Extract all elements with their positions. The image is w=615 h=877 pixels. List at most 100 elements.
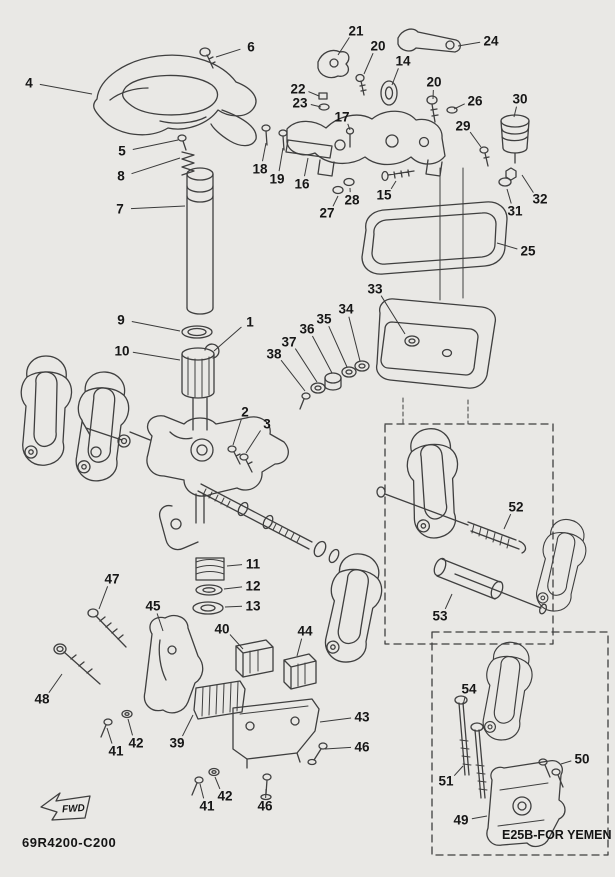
leader-line-29 (469, 131, 482, 148)
fwd-direction-arrow-icon: FWD (40, 792, 91, 821)
part-callout-40: 40 (214, 622, 229, 637)
part-middle-clamp-bracket (320, 550, 388, 667)
part-callout-18: 18 (252, 162, 268, 177)
leader-line-9 (131, 320, 181, 332)
part-bolts-47-48 (53, 608, 127, 685)
leader-line-2 (232, 419, 242, 446)
part-callout-50: 50 (574, 752, 589, 767)
part-callout-36: 36 (299, 322, 315, 337)
part-upper-mount-assembly (261, 28, 530, 195)
leader-line-39 (182, 714, 194, 737)
part-callout-20: 20 (370, 39, 385, 54)
part-callout-41: 41 (108, 744, 124, 759)
part-callout-1: 1 (246, 315, 254, 330)
leader-line-42 (214, 776, 221, 790)
part-callout-37: 37 (281, 335, 296, 350)
part-callout-26: 26 (467, 94, 483, 109)
part-callout-44: 44 (297, 624, 313, 639)
leader-line-31 (506, 188, 512, 204)
part-callout-35: 35 (316, 312, 332, 327)
part-callout-6: 6 (247, 40, 255, 55)
drawing-code: 69R4200-C200 (22, 835, 116, 850)
leader-line-48 (48, 673, 63, 694)
part-callout-11: 11 (246, 557, 261, 572)
leader-line-46 (324, 746, 352, 750)
part-callout-34: 34 (338, 302, 354, 317)
part-left-clamp-brackets (20, 355, 151, 484)
part-callout-42: 42 (128, 736, 143, 751)
part-callout-29: 29 (455, 119, 470, 134)
leader-line-14 (391, 68, 399, 86)
part-steering-bracket (93, 47, 257, 176)
part-friction-plate (375, 298, 497, 389)
part-tilt-rod (197, 483, 340, 564)
part-callout-16: 16 (294, 177, 310, 192)
part-callout-41: 41 (199, 799, 215, 814)
part-callout-17: 17 (334, 110, 349, 125)
part-callout-28: 28 (344, 193, 360, 208)
leader-line-8 (131, 157, 181, 175)
part-callout-7: 7 (116, 202, 124, 217)
part-callout-27: 27 (319, 206, 334, 221)
leader-line-44 (296, 638, 303, 657)
part-mount-plate (361, 201, 508, 275)
leader-line-24 (457, 41, 481, 47)
leader-line-6 (215, 48, 241, 58)
leader-line-30 (513, 106, 518, 118)
part-washer-set (299, 360, 370, 410)
part-steering-column (181, 167, 220, 399)
part-callout-33: 33 (367, 282, 383, 297)
part-callout-19: 19 (269, 172, 284, 187)
leader-line-3 (245, 430, 261, 454)
leader-line-25 (496, 242, 518, 250)
leader-line-54 (462, 696, 466, 706)
part-callout-48: 48 (34, 692, 50, 707)
part-callout-3: 3 (263, 417, 271, 432)
part-callout-25: 25 (520, 244, 536, 259)
part-callout-52: 52 (508, 500, 523, 515)
leader-line-51 (453, 765, 464, 777)
part-callout-43: 43 (354, 710, 370, 725)
leader-line-22 (308, 91, 320, 97)
leader-line-37 (294, 348, 318, 383)
part-callout-20: 20 (426, 75, 441, 90)
leader-line-18 (261, 142, 267, 162)
leader-line-36 (311, 335, 333, 374)
part-callout-30: 30 (512, 92, 527, 107)
leader-line-12 (223, 586, 243, 590)
leader-line-7 (130, 205, 186, 210)
part-callout-8: 8 (117, 169, 125, 184)
part-callout-53: 53 (432, 609, 448, 624)
part-callout-45: 45 (145, 599, 161, 614)
part-callout-9: 9 (117, 313, 125, 328)
leader-line-42 (127, 718, 134, 736)
part-callout-47: 47 (104, 572, 119, 587)
leader-line-52 (503, 513, 512, 530)
part-spring-stack (192, 557, 225, 615)
leader-line-23 (310, 104, 322, 108)
part-callout-24: 24 (483, 34, 499, 49)
option-box-52-53 (376, 423, 592, 645)
part-callout-42: 42 (217, 789, 232, 804)
part-callout-51: 51 (438, 774, 454, 789)
part-callout-12: 12 (245, 579, 260, 594)
part-callout-46: 46 (354, 740, 370, 755)
leader-line-41 (106, 727, 113, 744)
leader-line-35 (328, 326, 348, 368)
leader-line-4 (39, 83, 93, 95)
leader-line-13 (224, 605, 243, 608)
leader-line-33 (380, 295, 406, 335)
leader-line-50 (560, 760, 572, 765)
leader-line-15 (390, 180, 397, 190)
part-callout-39: 39 (169, 736, 184, 751)
leader-line-16 (303, 157, 309, 177)
leader-line-21 (337, 37, 350, 56)
leader-line-41 (199, 783, 205, 799)
part-callout-5: 5 (118, 144, 126, 159)
leader-line-10 (132, 351, 181, 361)
reference-lines (402, 167, 469, 425)
part-callout-14: 14 (395, 54, 411, 69)
fwd-label: FWD (62, 803, 85, 816)
